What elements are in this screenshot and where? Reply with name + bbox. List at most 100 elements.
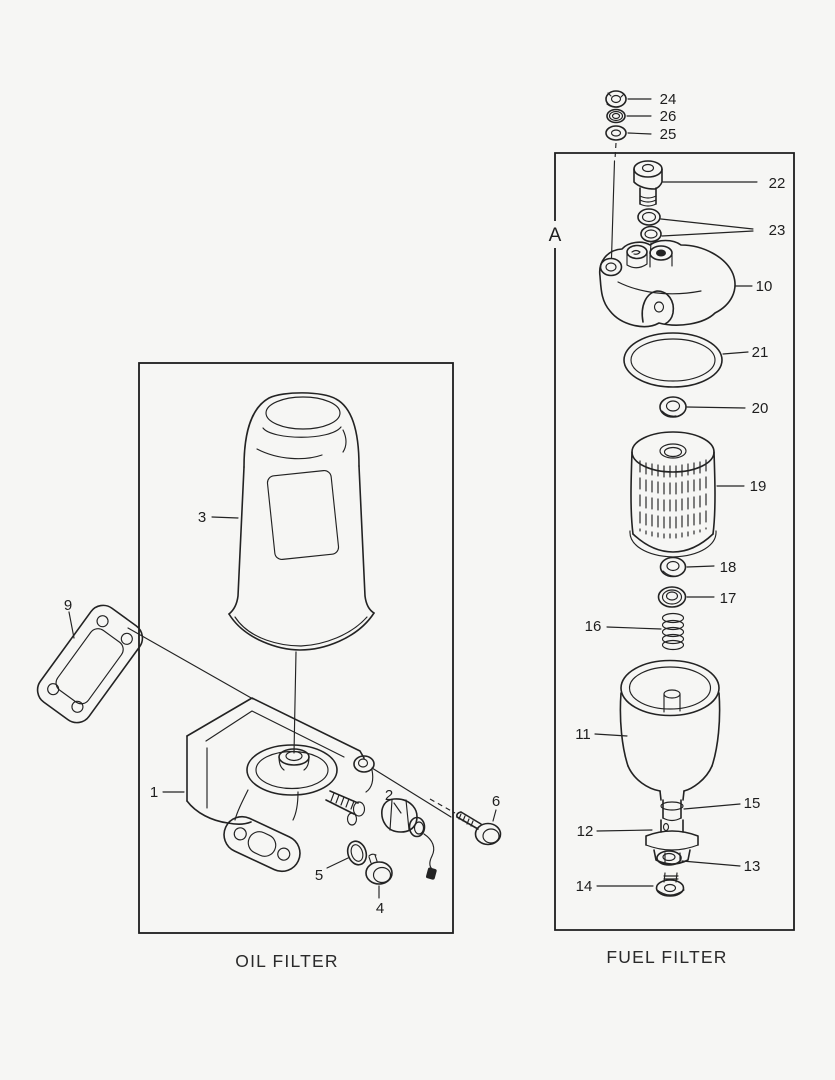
head-bell xyxy=(641,290,675,325)
washer20-outer xyxy=(659,396,687,418)
bolt22-head-top xyxy=(633,160,663,178)
washer-18 xyxy=(659,556,687,578)
washer18-rim xyxy=(662,570,678,577)
drain-bolt-4 xyxy=(365,853,393,885)
drain-fitting-12 xyxy=(645,819,699,865)
washer26-hole xyxy=(611,112,621,120)
head-left-boss-hole xyxy=(605,262,617,272)
gasket-hole-2 xyxy=(120,632,133,645)
callout-16: 16 xyxy=(585,618,602,635)
spring-coil-1 xyxy=(661,612,685,624)
filter-bowl-11 xyxy=(619,659,721,801)
cartridge-side-right xyxy=(358,465,375,614)
callout-26: 26 xyxy=(660,108,677,125)
head-mid-boss xyxy=(626,244,648,260)
washer-13 xyxy=(656,850,682,866)
stem-bottom xyxy=(662,817,682,822)
bracket-top-edges xyxy=(186,697,365,759)
sensor-cap xyxy=(408,816,426,838)
leader-18 xyxy=(686,565,715,568)
grommet17-hole xyxy=(665,591,679,601)
ring21-outer xyxy=(623,332,723,388)
callout-13: 13 xyxy=(744,858,761,875)
gasket-hole-1 xyxy=(96,615,109,628)
element-sides xyxy=(630,451,716,535)
sensor-hex-facets xyxy=(389,799,410,831)
leader-11 xyxy=(594,733,628,737)
bolt22-head-hole xyxy=(641,163,655,173)
fuel-filter-caption: FUEL FILTER xyxy=(606,947,727,967)
leader-3 xyxy=(211,516,239,519)
leader-15 xyxy=(683,803,741,810)
washer18-outer xyxy=(659,556,687,578)
callout-23: 23 xyxy=(769,222,786,239)
callout-14: 14 xyxy=(576,878,593,895)
o-ring-5 xyxy=(346,840,368,866)
spring-16 xyxy=(661,612,685,651)
callout-2: 2 xyxy=(385,787,393,804)
case-gasket-21 xyxy=(623,332,723,388)
fitting-neck-hole xyxy=(662,822,670,832)
washer13-hole xyxy=(662,852,676,862)
leader-12 xyxy=(596,829,653,832)
stem-sides xyxy=(662,799,682,819)
callout-4: 4 xyxy=(376,900,384,917)
callout-17: 17 xyxy=(720,590,737,607)
nut24-facets xyxy=(606,92,625,108)
bracket-ear-hole xyxy=(357,758,369,768)
washer-20 xyxy=(659,396,687,418)
cartridge-seam xyxy=(342,429,347,453)
bolt4-head xyxy=(365,861,393,885)
cartridge-base-inner xyxy=(234,616,368,647)
head-bell-hole xyxy=(653,301,665,313)
o-ring23b-outer xyxy=(640,225,662,243)
grommet17-outer xyxy=(657,586,687,608)
fuel-filter-section: A xyxy=(549,90,795,967)
filter-element-19 xyxy=(629,431,717,558)
mounting-bolt-6 xyxy=(429,798,502,846)
oil-filter-caption: OIL FILTER xyxy=(235,951,338,971)
callout-3: 3 xyxy=(198,509,206,526)
bolt6-threads xyxy=(458,813,474,827)
callout-10: 10 xyxy=(756,278,773,295)
element-hole-inner xyxy=(663,446,683,458)
callout-18: 18 xyxy=(720,559,737,576)
element-bottom xyxy=(632,533,714,553)
leader-2 xyxy=(393,802,402,814)
stem-fitting-15 xyxy=(660,799,684,822)
oil-pressure-sensor xyxy=(381,798,437,880)
leader-6 xyxy=(492,809,497,822)
bracket-pad-inner xyxy=(255,750,329,790)
cartridge-shoulder xyxy=(262,426,342,438)
mounting-gasket xyxy=(36,604,254,724)
washer26-outer xyxy=(606,108,626,124)
washer-26 xyxy=(606,108,626,124)
bowl-neck xyxy=(659,790,685,801)
element-pleats xyxy=(639,459,707,539)
fuel-filter-frame xyxy=(554,152,795,931)
leader-13 xyxy=(681,860,741,867)
callout-20: 20 xyxy=(752,400,769,417)
o-ring23a-inner xyxy=(641,211,657,223)
bracket-stub-end xyxy=(352,801,366,817)
washer-25 xyxy=(605,125,627,141)
grommet17-mid xyxy=(661,589,683,605)
washer20-hole xyxy=(665,400,681,412)
bolt6-head xyxy=(474,822,502,846)
element-base-rim xyxy=(629,530,717,558)
vent-nut-24 xyxy=(605,90,627,108)
leader-21 xyxy=(722,351,749,355)
callout-5: 5 xyxy=(315,867,323,884)
callout-9: 9 xyxy=(64,597,72,614)
bolt22-threads xyxy=(639,195,657,207)
cartridge-body-curve xyxy=(256,448,323,460)
washer18-hole xyxy=(666,560,680,572)
bolt6-face xyxy=(482,828,500,844)
bracket-front-left xyxy=(234,789,249,821)
bracket-right-edge xyxy=(365,769,374,793)
drain-bolt-14 xyxy=(655,872,685,897)
fitting-disc xyxy=(645,830,699,846)
leader-25 xyxy=(627,132,652,135)
foot-inner xyxy=(247,831,277,857)
head-contour xyxy=(617,281,702,295)
